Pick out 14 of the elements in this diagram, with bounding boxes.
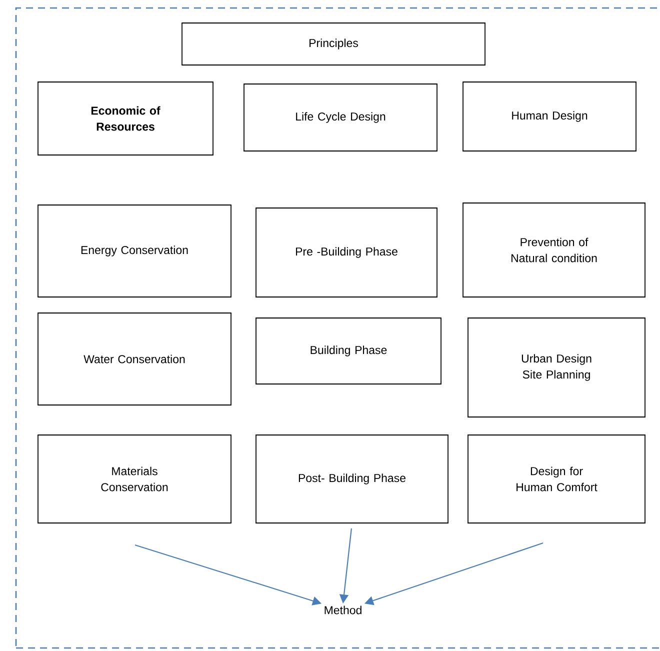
text-box: Human Design (462, 82, 636, 152)
heading-box: Principles (182, 22, 486, 66)
text-box: Prevention of Natural condition (462, 202, 646, 298)
text-box: Energy Conservation (38, 204, 232, 298)
text-box: Economic of Resources (38, 82, 214, 156)
text-box: Life Cycle Design (244, 84, 438, 152)
text-box: Materials Conservation (38, 434, 232, 524)
text-box: Pre -Building Phase (256, 208, 438, 298)
text-box: Urban Design Site Planning (468, 318, 646, 418)
text-box: Building Phase (256, 318, 442, 384)
text-box: Design for Human Comfort (468, 434, 646, 524)
text-box: Water Conservation (38, 312, 232, 406)
text-box: Post- Building Phase (256, 434, 448, 524)
target-label: Method (324, 606, 362, 614)
